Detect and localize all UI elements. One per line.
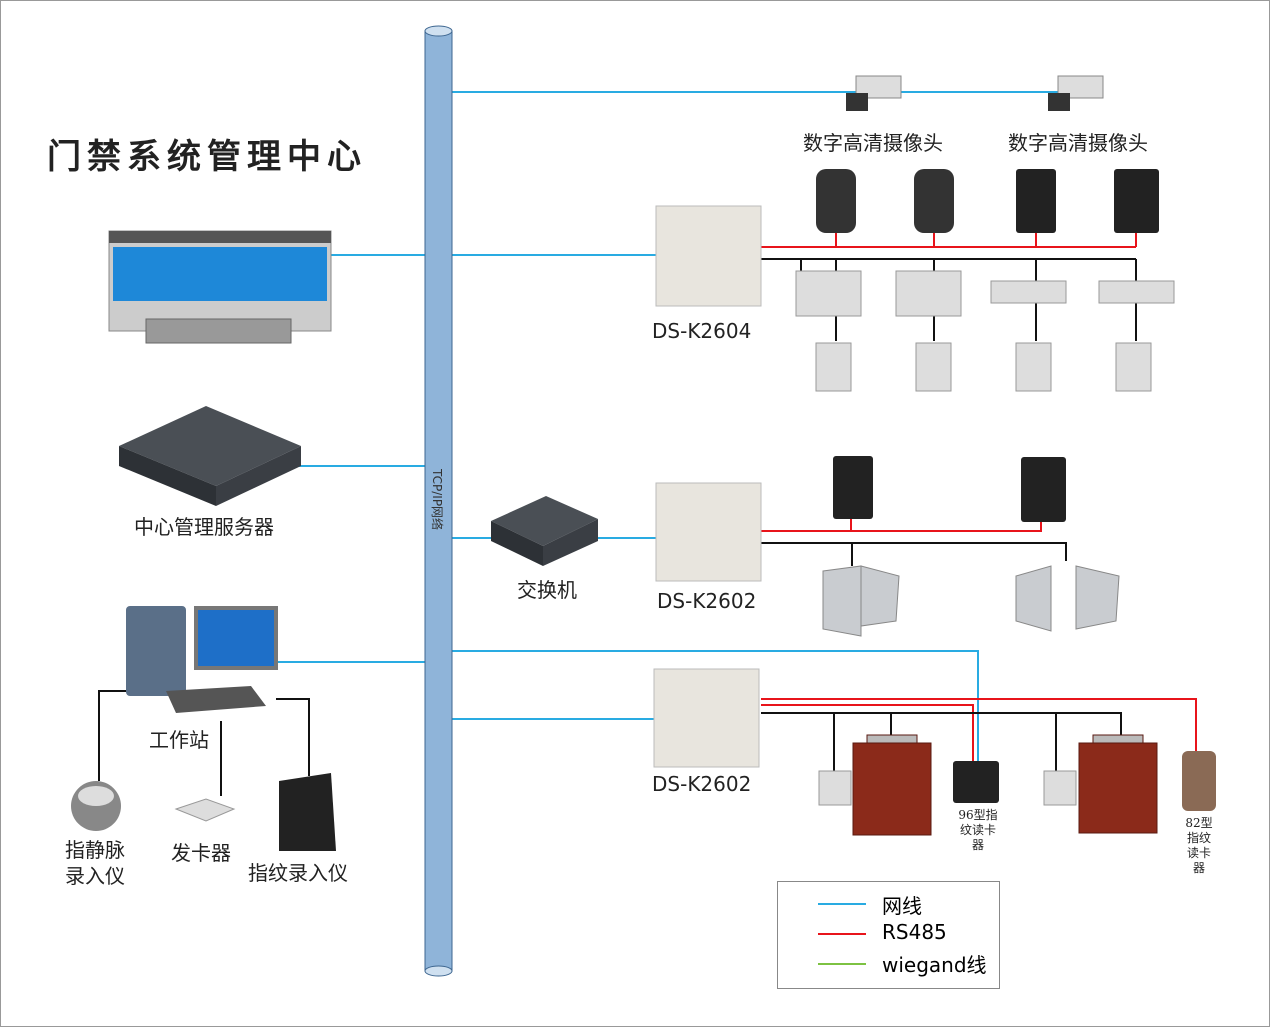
- server-label: 中心管理服务器: [134, 515, 274, 539]
- controller-label: DS-K2604: [652, 319, 752, 343]
- vein-scanner-label: 指静脉 录入仪: [65, 838, 125, 888]
- legend-swatch-rs485: [818, 933, 866, 935]
- controller-label: DS-K2602: [657, 589, 757, 613]
- switch-icon: [491, 496, 598, 566]
- controller-box: [653, 668, 760, 768]
- card-issuer-icon: [174, 798, 236, 822]
- legend-label: 网线: [882, 894, 922, 918]
- turnstile-gates: [822, 565, 1120, 637]
- network-label: TCP/IP网络: [430, 469, 444, 531]
- rs485-lines: [761, 233, 1197, 763]
- switch-label: 交换机: [517, 578, 577, 602]
- fingerprint-readers: [953, 751, 1216, 811]
- camera-label: 数字高清摄像头: [803, 131, 943, 155]
- camera-icon: [846, 75, 902, 111]
- controller-label: DS-K2602: [652, 772, 752, 796]
- card-readers-row1: [816, 169, 1159, 233]
- legend-swatch-wiegand: [818, 963, 866, 965]
- reader-96-label: 96型指纹读卡器: [958, 808, 998, 852]
- camera-icon: [1048, 75, 1104, 111]
- vein-scanner-icon: [71, 781, 121, 831]
- camera-label: 数字高清摄像头: [1008, 131, 1148, 155]
- controller-box: [655, 482, 762, 582]
- card-readers-row2: [833, 456, 1066, 522]
- workstation-icon: [126, 606, 278, 713]
- fingerprint-enroller-label: 指纹录入仪: [248, 861, 348, 885]
- workstation-label: 工作站: [149, 728, 209, 752]
- doors: [852, 734, 1158, 836]
- page-title: 门禁系统管理中心: [47, 137, 367, 177]
- card-issuer-label: 发卡器: [171, 841, 231, 865]
- fingerprint-enroller-icon: [279, 773, 336, 851]
- management-center-building-icon: [108, 230, 332, 344]
- locks-and-exit-buttons: [795, 270, 1175, 806]
- controller-boxes: [653, 205, 762, 768]
- network-lines: [276, 91, 1101, 771]
- reader-82-label: 82型指纹读卡器: [1185, 816, 1213, 875]
- legend-label: RS485: [882, 920, 947, 944]
- server-icon: [119, 406, 301, 506]
- legend-swatch-network: [818, 903, 866, 905]
- tcp-ip-backbone: [424, 25, 453, 977]
- controller-box: [655, 205, 762, 307]
- legend-label: wiegand线: [882, 953, 987, 977]
- legend: 网线 RS485 wiegand线: [777, 881, 1000, 989]
